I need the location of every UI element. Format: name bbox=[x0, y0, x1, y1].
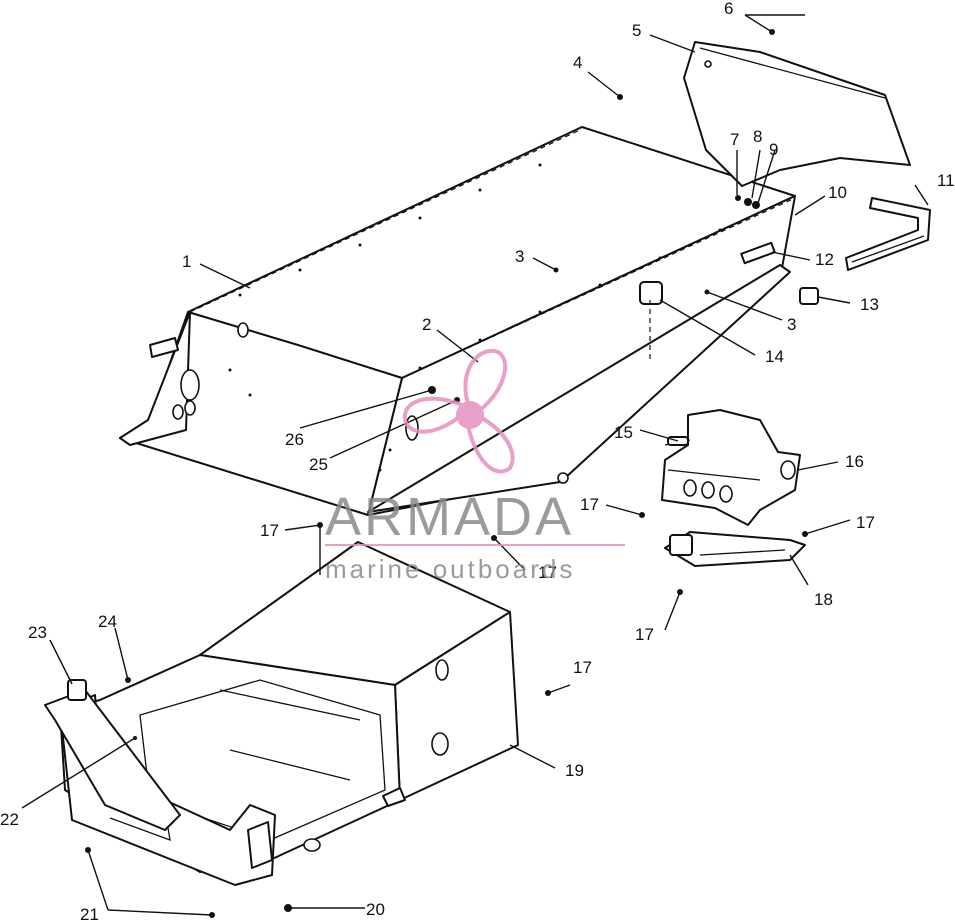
callout-5: 5 bbox=[632, 21, 641, 40]
callout-2: 2 bbox=[422, 315, 431, 334]
callout-17-f: 17 bbox=[573, 658, 592, 677]
callout-4: 4 bbox=[573, 53, 582, 72]
callout-12: 12 bbox=[815, 250, 834, 269]
watermark-tagline: marine outboards bbox=[325, 554, 575, 584]
callout-20: 20 bbox=[366, 900, 385, 919]
callout-9: 9 bbox=[769, 140, 778, 159]
propeller-logo-icon bbox=[402, 348, 515, 474]
suspension-bracket bbox=[661, 409, 801, 526]
callout-18: 18 bbox=[814, 590, 833, 609]
bumper-block bbox=[799, 287, 819, 305]
callout-24: 24 bbox=[98, 612, 117, 631]
callout-3-upper: 3 bbox=[515, 247, 524, 266]
tunnel-assembly bbox=[119, 126, 796, 516]
callout-3-lower: 3 bbox=[787, 315, 796, 334]
callout-21: 21 bbox=[80, 905, 99, 924]
lower-mount-bracket bbox=[664, 531, 806, 567]
rear-bumper-rail bbox=[845, 197, 931, 271]
callout-17-a: 17 bbox=[260, 521, 279, 540]
rear-flap-panel bbox=[683, 41, 911, 187]
callout-17-b: 17 bbox=[538, 563, 557, 582]
callout-19: 19 bbox=[565, 761, 584, 780]
callout-13: 13 bbox=[860, 295, 879, 314]
callout-17-d: 17 bbox=[856, 513, 875, 532]
callout-16: 16 bbox=[845, 452, 864, 471]
callout-11: 11 bbox=[937, 171, 955, 190]
callout-1: 1 bbox=[182, 252, 191, 271]
lower-chassis bbox=[44, 541, 519, 918]
callout-6: 6 bbox=[724, 0, 733, 18]
callout-7: 7 bbox=[730, 130, 739, 149]
callout-8: 8 bbox=[753, 127, 762, 146]
callout-10: 10 bbox=[828, 183, 847, 202]
leader-lines bbox=[21, 14, 929, 916]
callout-25: 25 bbox=[309, 455, 328, 474]
callout-22: 22 bbox=[0, 810, 19, 829]
watermark: ARMADA marine outboards bbox=[325, 348, 625, 584]
callout-17-c: 17 bbox=[580, 495, 599, 514]
callout-14: 14 bbox=[765, 347, 784, 366]
callout-26: 26 bbox=[285, 430, 304, 449]
watermark-brand: ARMADA bbox=[325, 487, 574, 547]
rivet-dots bbox=[228, 163, 722, 472]
callout-23: 23 bbox=[28, 623, 47, 642]
callout-17-e: 17 bbox=[635, 625, 654, 644]
callout-15: 15 bbox=[614, 423, 633, 442]
